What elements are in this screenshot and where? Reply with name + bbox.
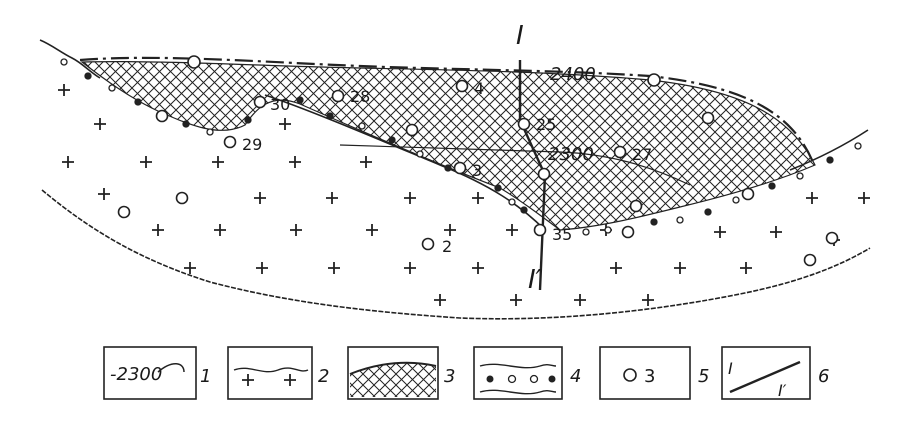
legend-item-1: -2300 1 xyxy=(103,346,211,400)
intrusion-upper-boundary xyxy=(39,39,101,79)
legend-item-5: 3 5 xyxy=(599,346,709,400)
section-start-label: I xyxy=(516,21,524,51)
well-label: 2 xyxy=(442,237,452,256)
legend-item-2: 2 xyxy=(227,346,329,400)
legend-sample-end: I′ xyxy=(778,381,787,400)
well-label: 35 xyxy=(552,225,572,244)
legend-number: 6 xyxy=(818,366,829,387)
contour-2400 xyxy=(79,56,814,161)
well-label: 25 xyxy=(536,115,556,134)
legend-sample-well: 3 xyxy=(644,366,655,387)
contour-label-2300: 2300 xyxy=(548,144,594,165)
well-label: 30 xyxy=(270,95,290,114)
well-label: 29 xyxy=(242,135,262,154)
legend-number: 5 xyxy=(698,366,709,387)
well-label: 28 xyxy=(350,87,370,106)
legend-number: 1 xyxy=(200,366,211,387)
legend-number: 3 xyxy=(444,366,455,387)
legend-number: 4 xyxy=(570,366,581,387)
mineralized-zone-points xyxy=(60,58,862,236)
legend-item-3: 3 xyxy=(347,346,455,400)
legend: -2300 1 2 3 4 xyxy=(103,346,829,400)
contour-2300 xyxy=(339,144,691,186)
contour-label-2400: 2400 xyxy=(550,64,596,85)
well-label: 27 xyxy=(632,145,652,164)
well-markers xyxy=(117,55,839,267)
intrusion-lower-boundary xyxy=(41,189,871,320)
section-end-label: I′ xyxy=(528,265,542,295)
legend-number: 2 xyxy=(318,366,329,387)
ore-body-hatched xyxy=(80,61,816,231)
legend-item-4: 4 xyxy=(473,346,581,400)
well-label: 3 xyxy=(472,161,482,180)
well-label: 4 xyxy=(474,79,484,98)
legend-item-6: I I′ 6 xyxy=(721,346,829,400)
legend-sample-contour: -2300 xyxy=(110,364,162,385)
legend-sample-start: I xyxy=(728,359,733,378)
inner-contact xyxy=(264,94,546,231)
